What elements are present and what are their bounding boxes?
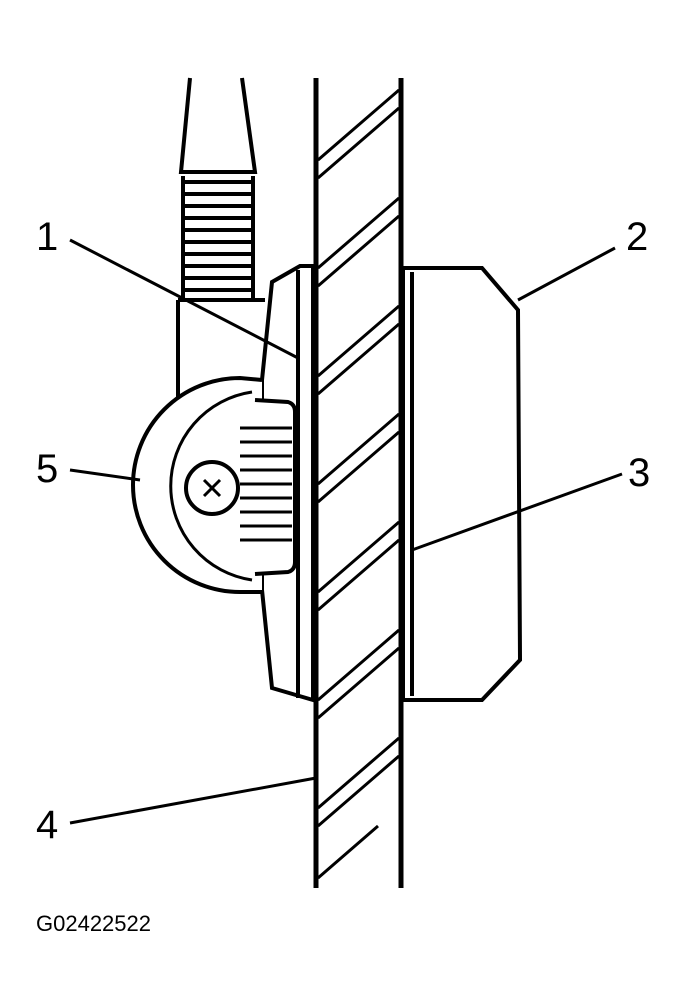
figure-code: G02422522 bbox=[36, 911, 151, 936]
antenna-threads bbox=[181, 176, 255, 298]
inner-mount bbox=[401, 266, 523, 702]
antenna-shank bbox=[176, 298, 265, 400]
leader-lines bbox=[69, 238, 623, 825]
leader-line-3 bbox=[411, 472, 623, 552]
panel-glass bbox=[313, 78, 404, 888]
callout-4: 4 bbox=[36, 803, 58, 847]
leader-line-2 bbox=[517, 246, 616, 302]
callout-1: 1 bbox=[36, 215, 58, 259]
screw-icon bbox=[184, 460, 240, 516]
leader-line-4 bbox=[69, 776, 317, 825]
callout-5: 5 bbox=[36, 447, 58, 491]
callout-3: 3 bbox=[628, 451, 650, 495]
panel-hatching bbox=[317, 88, 400, 880]
callout-2: 2 bbox=[626, 215, 648, 259]
swivel-ridges bbox=[240, 426, 292, 542]
antenna-mast bbox=[178, 77, 258, 174]
leader-line-5 bbox=[69, 468, 141, 482]
leader-line-1 bbox=[69, 238, 299, 360]
